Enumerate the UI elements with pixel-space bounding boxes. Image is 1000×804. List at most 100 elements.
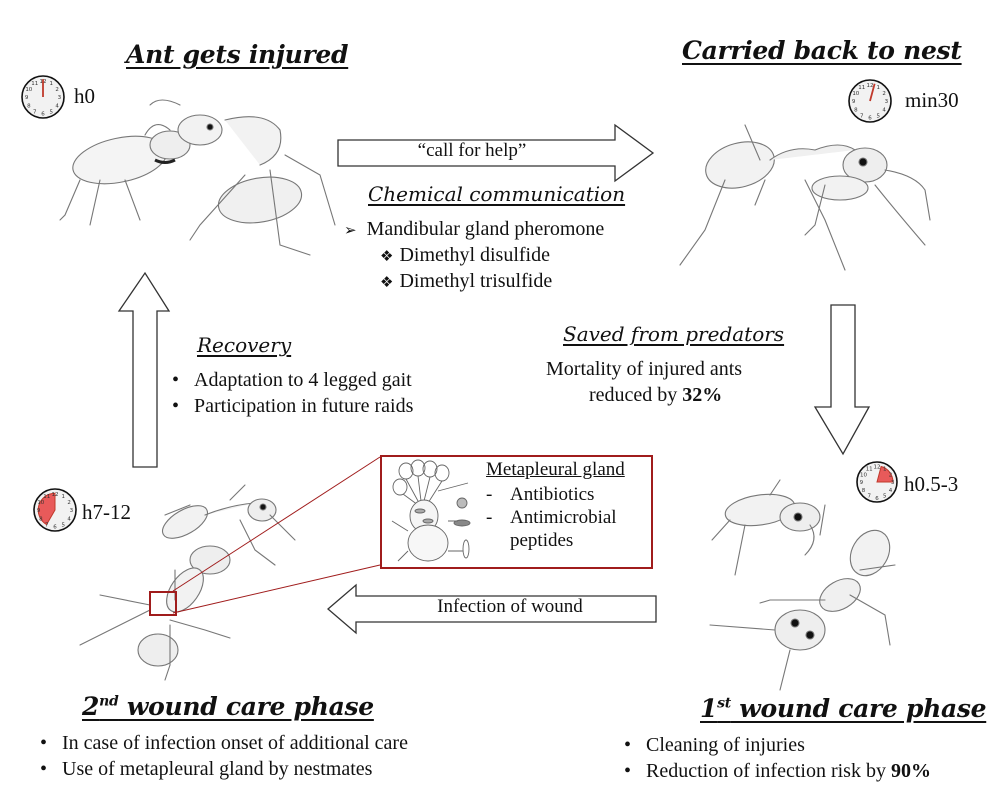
- clock-numeral: 5: [876, 113, 880, 119]
- clock-numeral: 12: [874, 465, 881, 471]
- clock-numeral: 10: [852, 91, 859, 97]
- clock-numeral: 11: [866, 467, 873, 473]
- ant-illustration-first-care: [709, 479, 896, 691]
- clock-numeral: 9: [852, 99, 856, 105]
- clock-numeral: 4: [67, 516, 71, 522]
- recovery-title: Recovery: [197, 333, 292, 357]
- clock-shaded-interval: [37, 492, 56, 526]
- clock-numeral: 6: [53, 525, 57, 531]
- clock-numeral: 3: [885, 99, 889, 105]
- arrow-down: [813, 304, 871, 456]
- first-care-list: •Cleaning of injuries •Reduction of infe…: [624, 732, 931, 784]
- predators-line-1: Mortality of injured ants: [546, 358, 743, 380]
- wound-highlight-box: [149, 591, 177, 616]
- clock-numeral: 1: [49, 81, 53, 87]
- clock-numeral: 4: [882, 107, 886, 113]
- clock-numeral: 11: [858, 85, 865, 91]
- clock-numeral: 1: [876, 85, 880, 91]
- mortality-reduction-value: 32%: [682, 384, 723, 406]
- ant-illustration-second-care: [79, 484, 296, 681]
- clock-numeral: 6: [875, 496, 879, 502]
- clock-numeral: 7: [867, 494, 871, 500]
- predators-line-2: reduced by 32%: [589, 384, 723, 406]
- arrow-label-infection: Infection of wound: [437, 596, 583, 617]
- clock-numeral: 2: [882, 91, 886, 97]
- clock-numeral: 8: [27, 103, 31, 109]
- ant-illustration-injured: [59, 99, 336, 256]
- clock-numeral: 9: [860, 480, 864, 486]
- metapleural-item-continuation: peptides: [510, 530, 574, 551]
- clock-numeral: 6: [41, 112, 45, 118]
- ant-illustration-carried: [679, 124, 931, 271]
- arrow-label-call-for-help: “call for help”: [417, 140, 527, 161]
- metapleural-gland-inset: Metapleural gland -Antibiotics -Antimicr…: [380, 455, 653, 569]
- clock-numeral: 5: [883, 494, 887, 500]
- clock-numeral: 5: [61, 522, 65, 528]
- stage-title-carried: Carried back to nest: [682, 36, 962, 65]
- stage-title-injured: Ant gets injured: [126, 40, 349, 69]
- stage-title-second-care: 2nd wound care phase: [82, 692, 374, 721]
- chemical-sub-item-1: ❖Dimethyl trisulfide: [380, 270, 553, 292]
- recovery-item: •Participation in future raids: [172, 395, 414, 417]
- clock-hand: [869, 83, 876, 102]
- clock-numeral: 7: [33, 109, 37, 115]
- metapleural-item: -Antibiotics: [486, 484, 595, 505]
- clock-numeral: 1: [61, 494, 65, 500]
- metapleural-item: -Antimicrobial: [486, 507, 617, 528]
- diamond-bullet-icon: ❖: [380, 247, 394, 265]
- clock-numeral: 11: [43, 494, 50, 500]
- clock-numeral: 9: [25, 95, 29, 101]
- gland-anatomy-illustration: [391, 459, 471, 562]
- recovery-list: •Adaptation to 4 legged gait •Participat…: [172, 367, 413, 419]
- clock-numeral: 6: [868, 116, 872, 122]
- time-label-min30: min30: [905, 88, 959, 112]
- clock-shaded-interval: [876, 465, 894, 483]
- clock-numeral: 10: [25, 87, 32, 93]
- metapleural-gland-list: -Antibiotics -Antimicrobial peptides: [486, 483, 617, 552]
- clock-numeral: 4: [55, 103, 59, 109]
- arrow-right-call-for-help: [337, 123, 655, 183]
- clock-numeral: 7: [860, 113, 864, 119]
- clock-numeral: 8: [862, 488, 866, 494]
- predators-title: Saved from predators: [563, 322, 785, 346]
- second-care-item: •Use of metapleural gland by nestmates: [40, 758, 373, 780]
- clock-numeral: 10: [37, 500, 44, 506]
- clock-numeral: 3: [70, 508, 74, 514]
- chemical-communication-title: Chemical communication: [368, 182, 626, 206]
- clock-numeral: 12: [867, 83, 874, 89]
- clock-numeral: 2: [55, 87, 59, 93]
- clock-numeral: 2: [67, 500, 71, 506]
- clock-numeral: 11: [31, 81, 38, 87]
- clock-numeral: 3: [891, 480, 895, 486]
- clock-numeral: 2: [889, 472, 893, 478]
- time-label-h0-5-3: h0.5-3: [904, 472, 959, 496]
- time-label-h0: h0: [74, 84, 95, 108]
- recovery-item: •Adaptation to 4 legged gait: [172, 369, 412, 391]
- chemical-sub-item-0: ❖Dimethyl disulfide: [380, 244, 550, 266]
- first-care-item: •Reduction of infection risk by 90%: [624, 760, 931, 782]
- clock-numeral: 10: [860, 472, 867, 478]
- clock-numeral: 12: [52, 492, 59, 498]
- arrowhead-bullet-icon: ➢: [344, 221, 357, 239]
- infection-reduction-value: 90%: [890, 760, 931, 782]
- arrow-up: [117, 271, 171, 468]
- first-care-item: •Cleaning of injuries: [624, 734, 805, 756]
- clock-numeral: 9: [37, 508, 41, 514]
- clock-numeral: 5: [49, 109, 53, 115]
- metapleural-gland-title: Metapleural gland: [486, 459, 625, 480]
- clock-numeral: 8: [854, 107, 858, 113]
- clock-numeral: 4: [889, 488, 893, 494]
- second-care-item: •In case of infection onset of additiona…: [40, 732, 408, 754]
- clock-numeral: 1: [883, 467, 887, 473]
- clock-numeral: 8: [39, 516, 43, 522]
- clock-numeral: 7: [45, 522, 49, 528]
- second-care-list: •In case of infection onset of additiona…: [40, 730, 408, 782]
- stage-title-first-care: 1st wound care phase: [700, 694, 987, 723]
- diamond-bullet-icon: ❖: [380, 273, 394, 291]
- time-label-h7-12: h7-12: [82, 500, 131, 524]
- clock-numeral: 3: [58, 95, 62, 101]
